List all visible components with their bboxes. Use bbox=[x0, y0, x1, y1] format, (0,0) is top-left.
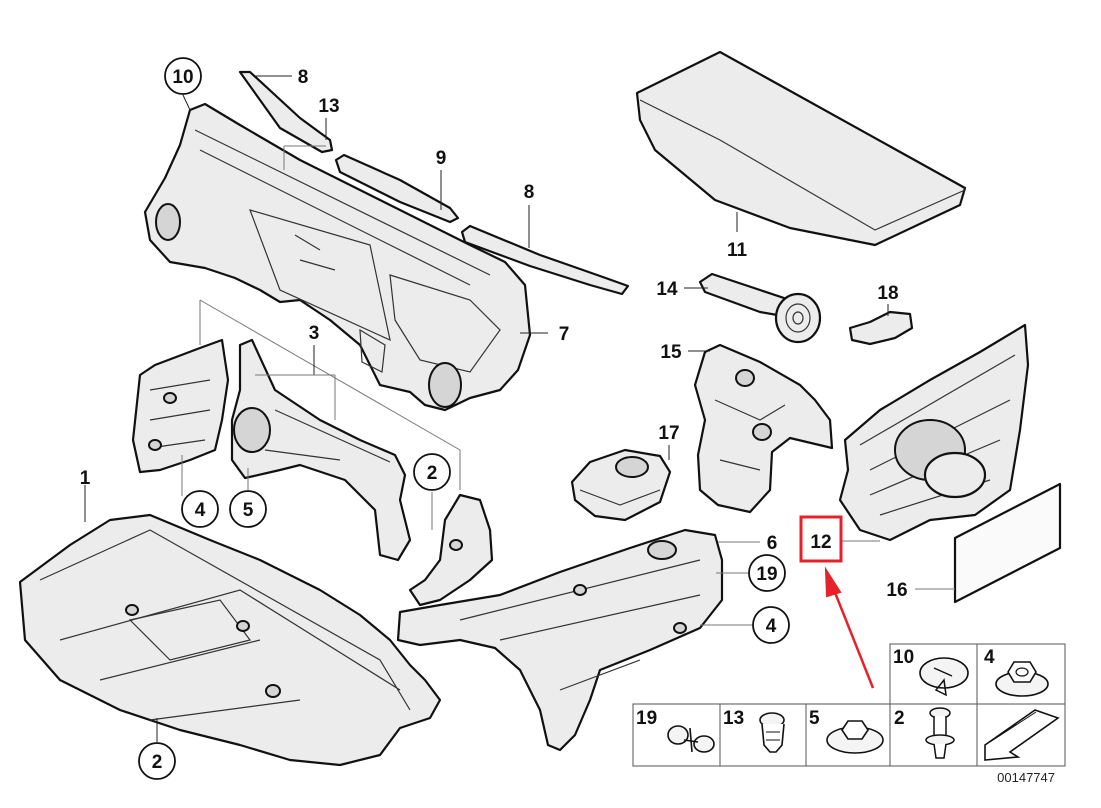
wheel-arch-insulation-6-part[interactable] bbox=[396, 528, 724, 752]
rear-shelf-panel-part[interactable] bbox=[635, 50, 967, 247]
svg-text:2: 2 bbox=[152, 752, 163, 773]
push-clip-icon bbox=[919, 657, 969, 697]
seal-strip-13-part[interactable] bbox=[238, 70, 334, 154]
svg-text:5: 5 bbox=[243, 500, 254, 521]
callout-1: 1 bbox=[80, 468, 91, 489]
svg-text:19: 19 bbox=[756, 564, 777, 585]
side-panel-12-part[interactable] bbox=[838, 323, 1030, 542]
flange-nut-icon bbox=[826, 720, 884, 754]
svg-text:2: 2 bbox=[427, 463, 438, 484]
callout-6: 6 bbox=[767, 533, 778, 554]
callout-4-right: 4 bbox=[752, 606, 790, 644]
callout-17: 17 bbox=[658, 423, 679, 444]
callout-16: 16 bbox=[886, 580, 907, 601]
floor-insulation-1-part[interactable] bbox=[18, 513, 442, 767]
callout-2-left: 2 bbox=[413, 453, 451, 491]
svg-text:19: 19 bbox=[636, 708, 657, 729]
svg-text:13: 13 bbox=[723, 708, 744, 729]
legend-cell-arrow bbox=[984, 709, 1060, 761]
legend-cell-4: 4 bbox=[984, 647, 1049, 697]
leader-lines bbox=[84, 75, 955, 742]
expanding-rivet-icon bbox=[759, 712, 785, 753]
seal-strip-9-part[interactable] bbox=[334, 153, 460, 224]
callout-4-left: 4 bbox=[181, 490, 219, 528]
hardware-legend: 10 4 19 13 bbox=[632, 643, 1066, 767]
plastic-rivet-icon bbox=[925, 707, 955, 759]
svg-text:4: 4 bbox=[195, 500, 206, 521]
legend-cell-2: 2 bbox=[894, 707, 955, 759]
callout-2-bottom: 2 bbox=[138, 742, 176, 780]
callout-13: 13 bbox=[318, 96, 339, 117]
side-insulation-15-part[interactable] bbox=[693, 343, 834, 514]
svg-text:10: 10 bbox=[893, 647, 914, 668]
legend-cell-5: 5 bbox=[809, 708, 884, 754]
callout-14: 14 bbox=[656, 279, 678, 300]
round-pad-17-part[interactable] bbox=[570, 448, 672, 522]
legend-cell-13: 13 bbox=[723, 708, 785, 753]
svg-text:4: 4 bbox=[766, 616, 777, 637]
seal-strip-8-part[interactable] bbox=[460, 224, 630, 296]
small-pad-18-part[interactable] bbox=[848, 310, 914, 346]
callout-11: 11 bbox=[727, 240, 748, 261]
callout-5: 5 bbox=[229, 490, 267, 528]
legend-cell-19: 19 bbox=[636, 708, 715, 753]
svg-text:4: 4 bbox=[984, 647, 995, 668]
svg-text:12: 12 bbox=[810, 532, 831, 553]
svg-text:10: 10 bbox=[172, 67, 193, 88]
legend-cell-10: 10 bbox=[893, 647, 969, 697]
insulation-tape-roll-part[interactable] bbox=[698, 272, 822, 344]
diagram-id: 00147747 bbox=[997, 770, 1055, 785]
svg-text:5: 5 bbox=[809, 708, 820, 729]
svg-text:2: 2 bbox=[894, 708, 905, 729]
callout-3: 3 bbox=[309, 323, 320, 344]
flat-sheet-16-part[interactable] bbox=[953, 482, 1062, 604]
callout-19: 19 bbox=[748, 554, 786, 592]
highlighted-callout-12[interactable]: 12 bbox=[799, 515, 843, 563]
cable-clip-icon bbox=[667, 725, 715, 753]
callout-8: 8 bbox=[524, 182, 535, 203]
callout-9: 9 bbox=[436, 148, 447, 169]
bulkhead-insulation-part[interactable] bbox=[143, 102, 532, 412]
forward-arrow-icon bbox=[984, 709, 1060, 761]
wheel-arch-insulation-3-part[interactable] bbox=[131, 338, 494, 607]
callout-10: 10 bbox=[164, 57, 202, 95]
callout-8-top: 8 bbox=[298, 67, 309, 88]
hex-collar-nut-icon bbox=[995, 661, 1049, 697]
callout-18: 18 bbox=[877, 283, 898, 304]
callout-15: 15 bbox=[660, 342, 682, 363]
red-pointer-arrow-icon bbox=[824, 566, 875, 689]
callout-7: 7 bbox=[559, 324, 570, 345]
